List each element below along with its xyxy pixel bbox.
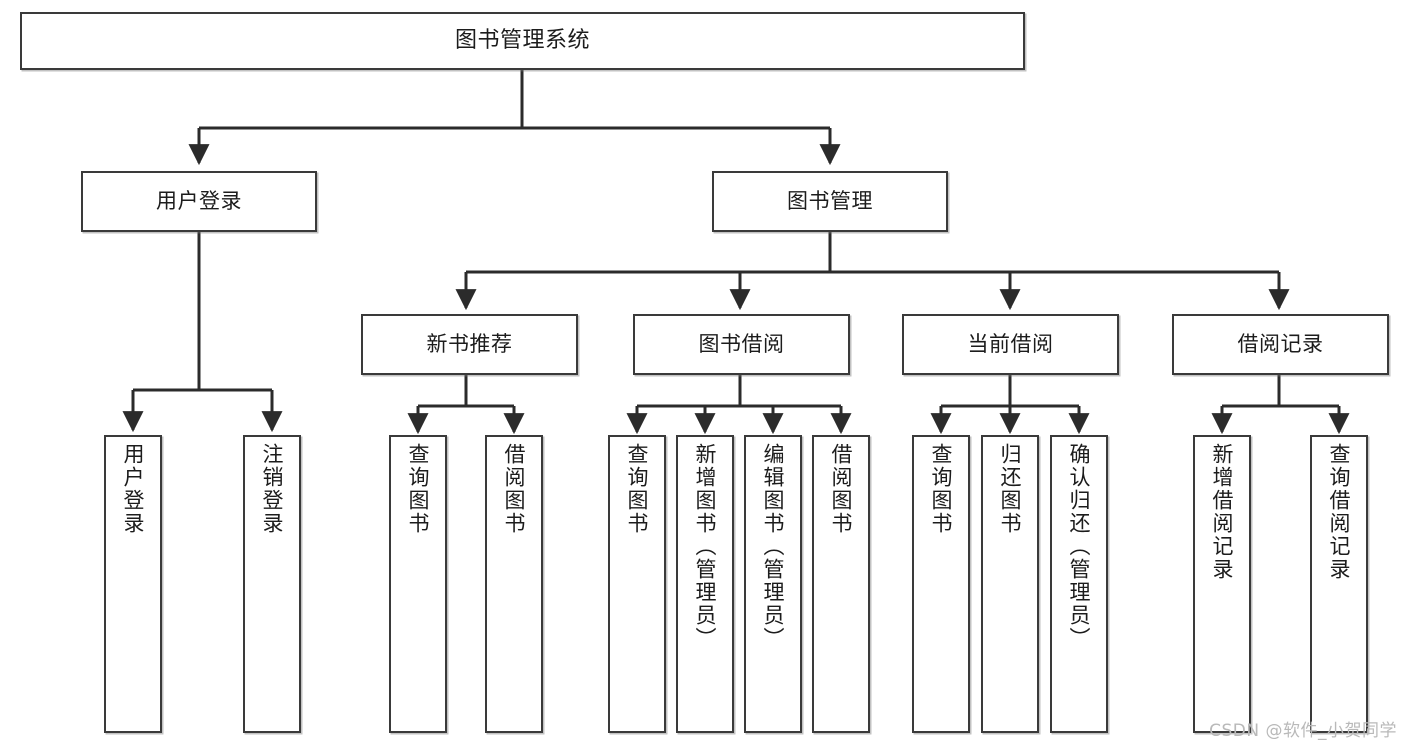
leaf-recommend-borrow-book[interactable]: 借阅图书: [485, 435, 543, 733]
node-label: 新增图书（管理员）: [693, 443, 718, 650]
leaf-record-add-record[interactable]: 新增借阅记录: [1193, 435, 1251, 733]
node-borrow-record[interactable]: 借阅记录: [1172, 314, 1389, 375]
node-user-login[interactable]: 用户登录: [81, 171, 317, 232]
node-current-borrow[interactable]: 当前借阅: [902, 314, 1119, 375]
leaf-borrow-edit-book[interactable]: 编辑图书（管理员）: [744, 435, 802, 733]
node-book-borrow[interactable]: 图书借阅: [633, 314, 850, 375]
node-label: 查询图书: [929, 443, 954, 535]
node-label: 图书管理: [787, 189, 873, 214]
node-label: 归还图书: [998, 443, 1023, 535]
leaf-borrow-borrow-book[interactable]: 借阅图书: [812, 435, 870, 733]
leaf-user-login-logout[interactable]: 注销登录: [243, 435, 301, 733]
leaf-current-confirm-return[interactable]: 确认归还（管理员）: [1050, 435, 1108, 733]
node-label: 新书推荐: [426, 332, 513, 357]
node-label: 确认归还（管理员）: [1067, 443, 1092, 650]
node-label: 注销登录: [260, 443, 285, 535]
leaf-recommend-query-book[interactable]: 查询图书: [389, 435, 447, 733]
node-label: 用户登录: [121, 443, 146, 535]
leaf-current-query-book[interactable]: 查询图书: [912, 435, 970, 733]
node-label: 新增借阅记录: [1210, 443, 1235, 581]
node-label: 查询图书: [406, 443, 431, 535]
leaf-borrow-add-book[interactable]: 新增图书（管理员）: [676, 435, 734, 733]
node-label: 查询借阅记录: [1327, 443, 1352, 581]
leaf-record-query-record[interactable]: 查询借阅记录: [1310, 435, 1368, 733]
node-label: 借阅图书: [829, 443, 854, 535]
watermark-text: CSDN @软件_小贺同学: [1209, 721, 1397, 741]
leaf-user-login-login[interactable]: 用户登录: [104, 435, 162, 733]
node-label: 当前借阅: [967, 332, 1054, 357]
node-label: 编辑图书（管理员）: [761, 443, 786, 650]
node-label: 借阅记录: [1237, 332, 1324, 357]
node-label: 图书借阅: [698, 332, 785, 357]
node-label: 用户登录: [156, 189, 242, 214]
leaf-borrow-query-book[interactable]: 查询图书: [608, 435, 666, 733]
node-label: 查询图书: [625, 443, 650, 535]
node-book-management[interactable]: 图书管理: [712, 171, 948, 232]
node-label: 借阅图书: [502, 443, 527, 535]
node-new-book-recommend[interactable]: 新书推荐: [361, 314, 578, 375]
node-label: 图书管理系统: [454, 28, 590, 54]
node-root-system[interactable]: 图书管理系统: [20, 12, 1025, 70]
leaf-current-return-book[interactable]: 归还图书: [981, 435, 1039, 733]
